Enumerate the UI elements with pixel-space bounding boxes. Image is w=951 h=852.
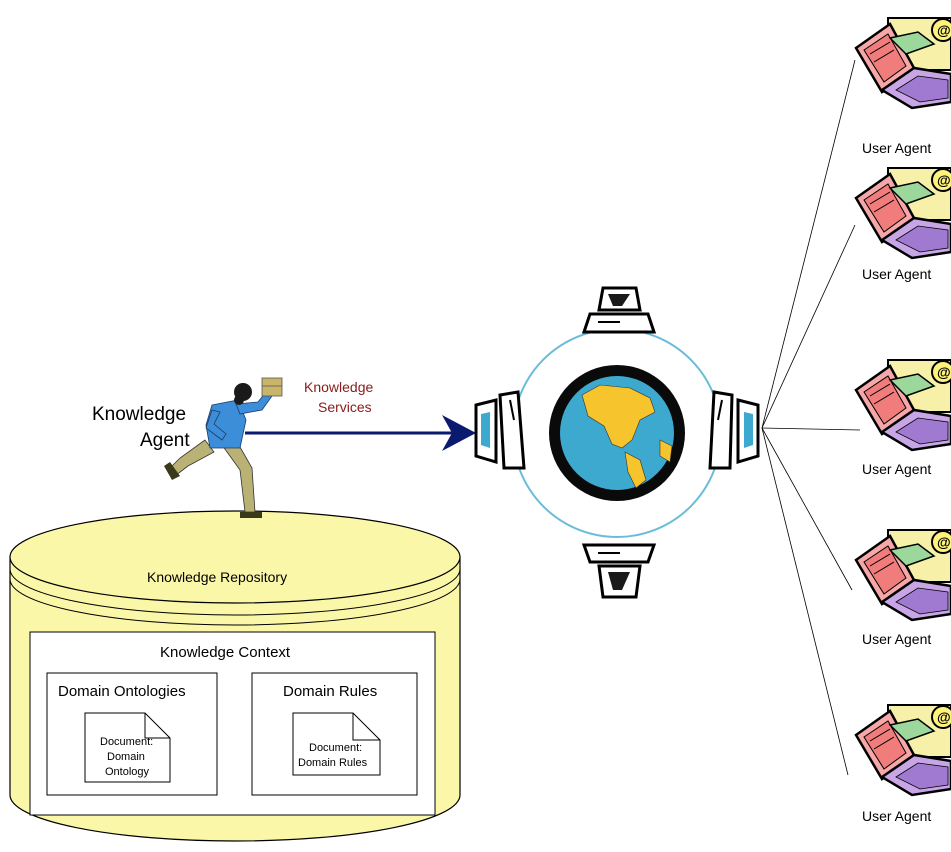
laptop-icon: @: [854, 167, 951, 260]
rules-doc-line-1: Document:: [309, 742, 363, 754]
svg-text:@: @: [937, 534, 951, 550]
internet-globe: [512, 328, 722, 538]
laptop-icon: @: [854, 17, 951, 110]
laptop-icon: @: [854, 704, 951, 797]
connection-lines: [761, 59, 861, 776]
computer-icon-bottom: [581, 543, 657, 599]
knowledge-agent-label-1: Knowledge: [92, 404, 187, 425]
user-agent-label: User Agent: [862, 140, 932, 156]
user-agent-label: User Agent: [862, 631, 932, 647]
user-agent-label: User Agent: [862, 266, 932, 282]
svg-text:@: @: [937, 172, 951, 188]
document-icon-ontology: [84, 712, 171, 783]
svg-text:@: @: [937, 364, 951, 380]
computer-icon-left: [474, 390, 526, 470]
ontology-doc-line-2: Domain: [107, 751, 145, 763]
knowledge-services-arrow: [245, 415, 476, 451]
knowledge-agent-label-2: Agent: [140, 430, 190, 451]
knowledge-services-label-1: Knowledge: [304, 379, 374, 395]
user-agent-label: User Agent: [862, 808, 932, 824]
computer-icon-top: [581, 286, 657, 334]
running-person-icon: [164, 377, 283, 518]
laptop-icon: @: [854, 359, 951, 452]
svg-text:@: @: [937, 22, 951, 38]
domain-rules-title: Domain Rules: [283, 683, 378, 700]
ontology-doc-line-1: Document:: [100, 736, 154, 748]
rules-doc-line-2: Domain Rules: [298, 757, 368, 769]
computer-icon-right: [708, 390, 760, 470]
knowledge-context-title: Knowledge Context: [160, 644, 291, 661]
document-icon-rules: [292, 712, 381, 776]
knowledge-services-label-2: Services: [318, 399, 372, 415]
user-agent-label: User Agent: [862, 461, 932, 477]
svg-text:@: @: [937, 709, 951, 725]
ontology-doc-line-3: Ontology: [105, 766, 150, 778]
repository-title: Knowledge Repository: [147, 569, 288, 585]
laptop-icon: @: [854, 529, 951, 622]
domain-ontologies-title: Domain Ontologies: [58, 683, 186, 700]
